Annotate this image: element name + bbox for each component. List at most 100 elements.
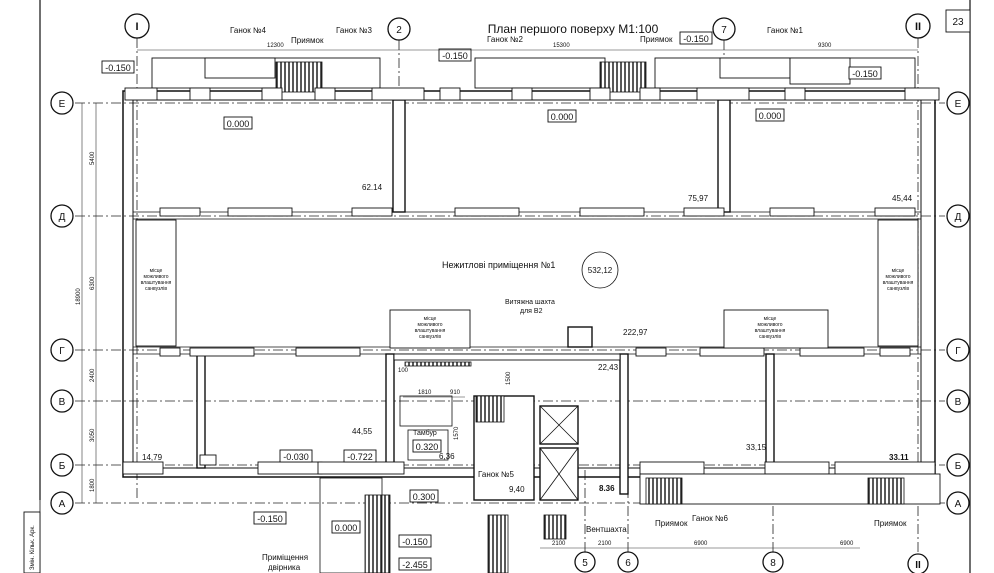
janitor-label-1: Приміщення xyxy=(262,553,308,562)
area-1: 62.14 xyxy=(362,183,383,192)
porch-5-label: Ганок №5 xyxy=(478,470,515,479)
level-top-left: -0.150 xyxy=(105,63,131,73)
level-b4: -2.455 xyxy=(402,560,428,570)
janitor-label-2: двірника xyxy=(268,563,301,572)
sheet-title: План першого поверху М1:100 xyxy=(488,22,659,36)
axis-bubble-g-right: Г xyxy=(955,346,961,357)
axis-bubble-b-left: Б xyxy=(59,461,66,472)
porch-6-label: Ганок №6 xyxy=(692,514,729,523)
dim-s4: 1570 xyxy=(454,426,460,440)
level-room-1: 0.000 xyxy=(227,119,250,129)
axis-bubble-5-bottom: 5 xyxy=(582,558,588,569)
porch-labels: Ганок №4 Ганок №3 Ганок №2 Ганок №1 Гано… xyxy=(230,26,907,528)
vent-label: Вентшахта xyxy=(586,525,627,534)
pit-d-label: Приямок xyxy=(874,519,907,528)
pit-d-hatch xyxy=(867,477,905,505)
level-top-mid: -0.150 xyxy=(442,51,468,61)
dim-v1: 5400 xyxy=(90,151,96,165)
porch-2-label: Ганок №2 xyxy=(487,35,524,44)
area-4: 532,12 xyxy=(588,266,613,275)
axis-bubble-6-bottom: 6 xyxy=(625,558,631,569)
pit-c-label: Приямок xyxy=(655,519,688,528)
level-b2: 0.000 xyxy=(335,523,358,533)
level-b3: -0.150 xyxy=(402,537,428,547)
tambur-label: Тамбур xyxy=(413,429,437,437)
axis-bubble-i-top: I xyxy=(135,21,138,33)
level-030: -0.030 xyxy=(283,452,309,462)
porch-3-label: Ганок №3 xyxy=(336,26,373,35)
area-5: 222,97 xyxy=(623,328,648,337)
porch-1-label: Ганок №1 xyxy=(767,26,804,35)
core xyxy=(319,326,621,573)
dim-s3: 1500 xyxy=(506,371,512,385)
axis-bubble-7-top: 7 xyxy=(721,25,727,36)
level-marks: -0.150 -0.150 -0.150 -0.150 0.000 0.000 … xyxy=(101,31,882,571)
dimension-lines: 12300 15300 9300 5400 6300 18900 2400 30… xyxy=(76,43,918,549)
axis-bubble-e-right: Е xyxy=(955,99,962,110)
axis-bubble-d-right: Д xyxy=(955,212,962,223)
area-values: 62.14 75,97 45,44 532,12 222,97 22,43 44… xyxy=(142,183,913,494)
dim-v2: 6300 xyxy=(90,276,96,290)
dim-s5: 100 xyxy=(398,368,409,374)
axis-bubble-g-left: Г xyxy=(59,346,65,357)
level-top-r2: -0.150 xyxy=(852,69,878,79)
pit-b-label: Приямок xyxy=(640,35,673,44)
dim-s2: 910 xyxy=(450,390,461,396)
porch-4-label: Ганок №4 xyxy=(230,26,267,35)
area-8: 14,79 xyxy=(142,453,163,462)
axis-bubble-ii-top: II xyxy=(915,21,921,33)
shaft-label: Витяжна шахта xyxy=(505,299,555,306)
level-room-3: 0.000 xyxy=(759,111,782,121)
dim-v3: 18900 xyxy=(76,288,82,305)
dim-s6: 2100 xyxy=(552,541,566,547)
axis-bubbles-left: Е Д Г В Б А xyxy=(50,91,74,515)
axis-bubble-v-right: В xyxy=(955,397,962,408)
axis-bubble-ii-bottom: II xyxy=(915,560,921,571)
shaft2-label: для В2 xyxy=(520,308,543,315)
dim-s1: 1810 xyxy=(418,390,432,396)
pit-a-hatch xyxy=(275,61,323,93)
area-11: 8.36 xyxy=(599,484,615,493)
axis-bubble-8-bottom: 8 xyxy=(770,558,776,569)
level-722: -0.722 xyxy=(347,452,373,462)
axis-bubbles-top: I 2 7 II xyxy=(124,13,931,41)
dim-v6: 1800 xyxy=(90,478,96,492)
axis-bubble-e-left: Е xyxy=(59,99,66,110)
stamp-text: Змін. Кільк. Арк. xyxy=(30,525,36,570)
sanitary-zones xyxy=(135,219,919,349)
dim-d1: 12300 xyxy=(267,43,284,49)
area-2: 75,97 xyxy=(688,194,709,203)
dim-d2: 15300 xyxy=(553,43,570,49)
level-bl: -0.150 xyxy=(257,514,283,524)
axis-bubble-a-left: А xyxy=(59,499,66,510)
axis-bubbles-right: Е Д Г В Б А xyxy=(946,91,970,515)
dim-d3: 9300 xyxy=(818,43,832,49)
area-13: 33.11 xyxy=(889,453,909,462)
room-labels: Нежитлові приміщення №1 Витяжна шахта дл… xyxy=(141,260,914,572)
axis-bubble-b-right: Б xyxy=(955,461,962,472)
level-300: 0.300 xyxy=(413,492,436,502)
axis-bubble-d-left: Д xyxy=(59,212,66,223)
level-top-r1: -0.150 xyxy=(683,34,709,44)
area-9: 6,36 xyxy=(439,452,455,461)
dim-v5: 3050 xyxy=(90,428,96,442)
pit-c-hatch xyxy=(645,477,683,505)
pit-b-hatch xyxy=(599,61,647,93)
level-320: 0.320 xyxy=(416,442,439,452)
sheet-frame: 23 Змін. Кільк. Арк. xyxy=(23,0,971,573)
main-room-label: Нежитлові приміщення №1 xyxy=(442,260,555,270)
axis-bubble-2-top: 2 xyxy=(396,25,402,36)
area-10: 9,40 xyxy=(509,485,525,494)
south-porches xyxy=(122,454,941,505)
north-porches xyxy=(124,57,940,101)
dim-v4: 2400 xyxy=(90,368,96,382)
area-6: 22,43 xyxy=(598,363,619,372)
pit-a-label: Приямок xyxy=(291,36,324,45)
axis-bubbles-bottom: 5 6 8 II xyxy=(574,551,929,573)
axis-bubble-a-right: А xyxy=(955,499,962,510)
